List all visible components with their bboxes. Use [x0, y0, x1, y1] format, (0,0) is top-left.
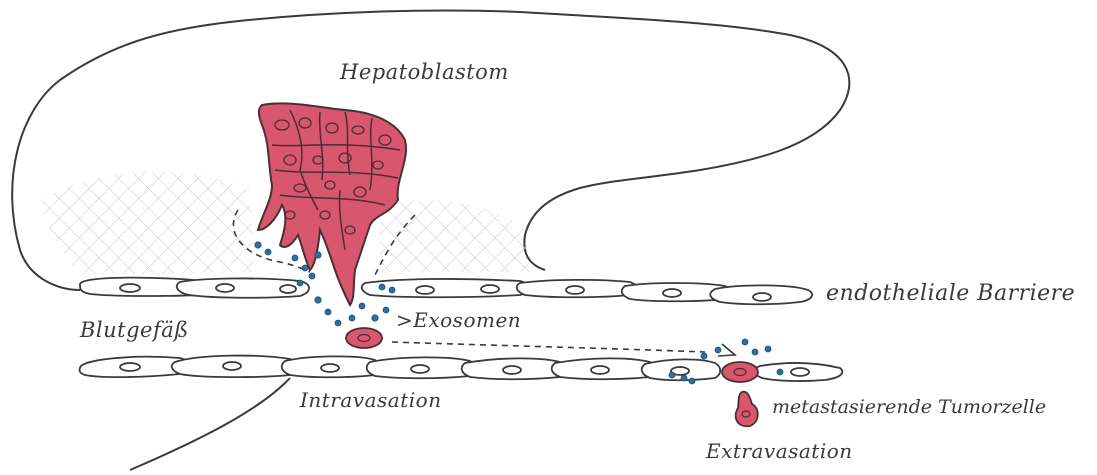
- hatched-tissue-left: [40, 172, 255, 275]
- extravasating-tumor-cell-icon: [722, 362, 758, 382]
- label-exosomes: >Exosomen: [396, 308, 521, 332]
- hatched-tissue-right: [380, 200, 530, 272]
- label-extravasation: Extravasation: [706, 439, 853, 463]
- label-intravasation: Intravasation: [300, 388, 442, 412]
- label-hepatoblastom: Hepatoblastom: [340, 60, 509, 84]
- label-blood-vessel: Blutgefäß: [80, 318, 189, 342]
- metastasizing-tumor-cell-icon: [736, 392, 758, 427]
- tumor-cell-cluster-icon: [258, 103, 406, 305]
- endothelial-barrier-upper: [80, 278, 812, 305]
- label-metastasizing-tumor-cell: metastasierende Tumorzelle: [772, 396, 1046, 418]
- label-endothelial-barrier: endotheliale Barriere: [826, 281, 1075, 306]
- circulating-tumor-cell-icon: [346, 328, 382, 348]
